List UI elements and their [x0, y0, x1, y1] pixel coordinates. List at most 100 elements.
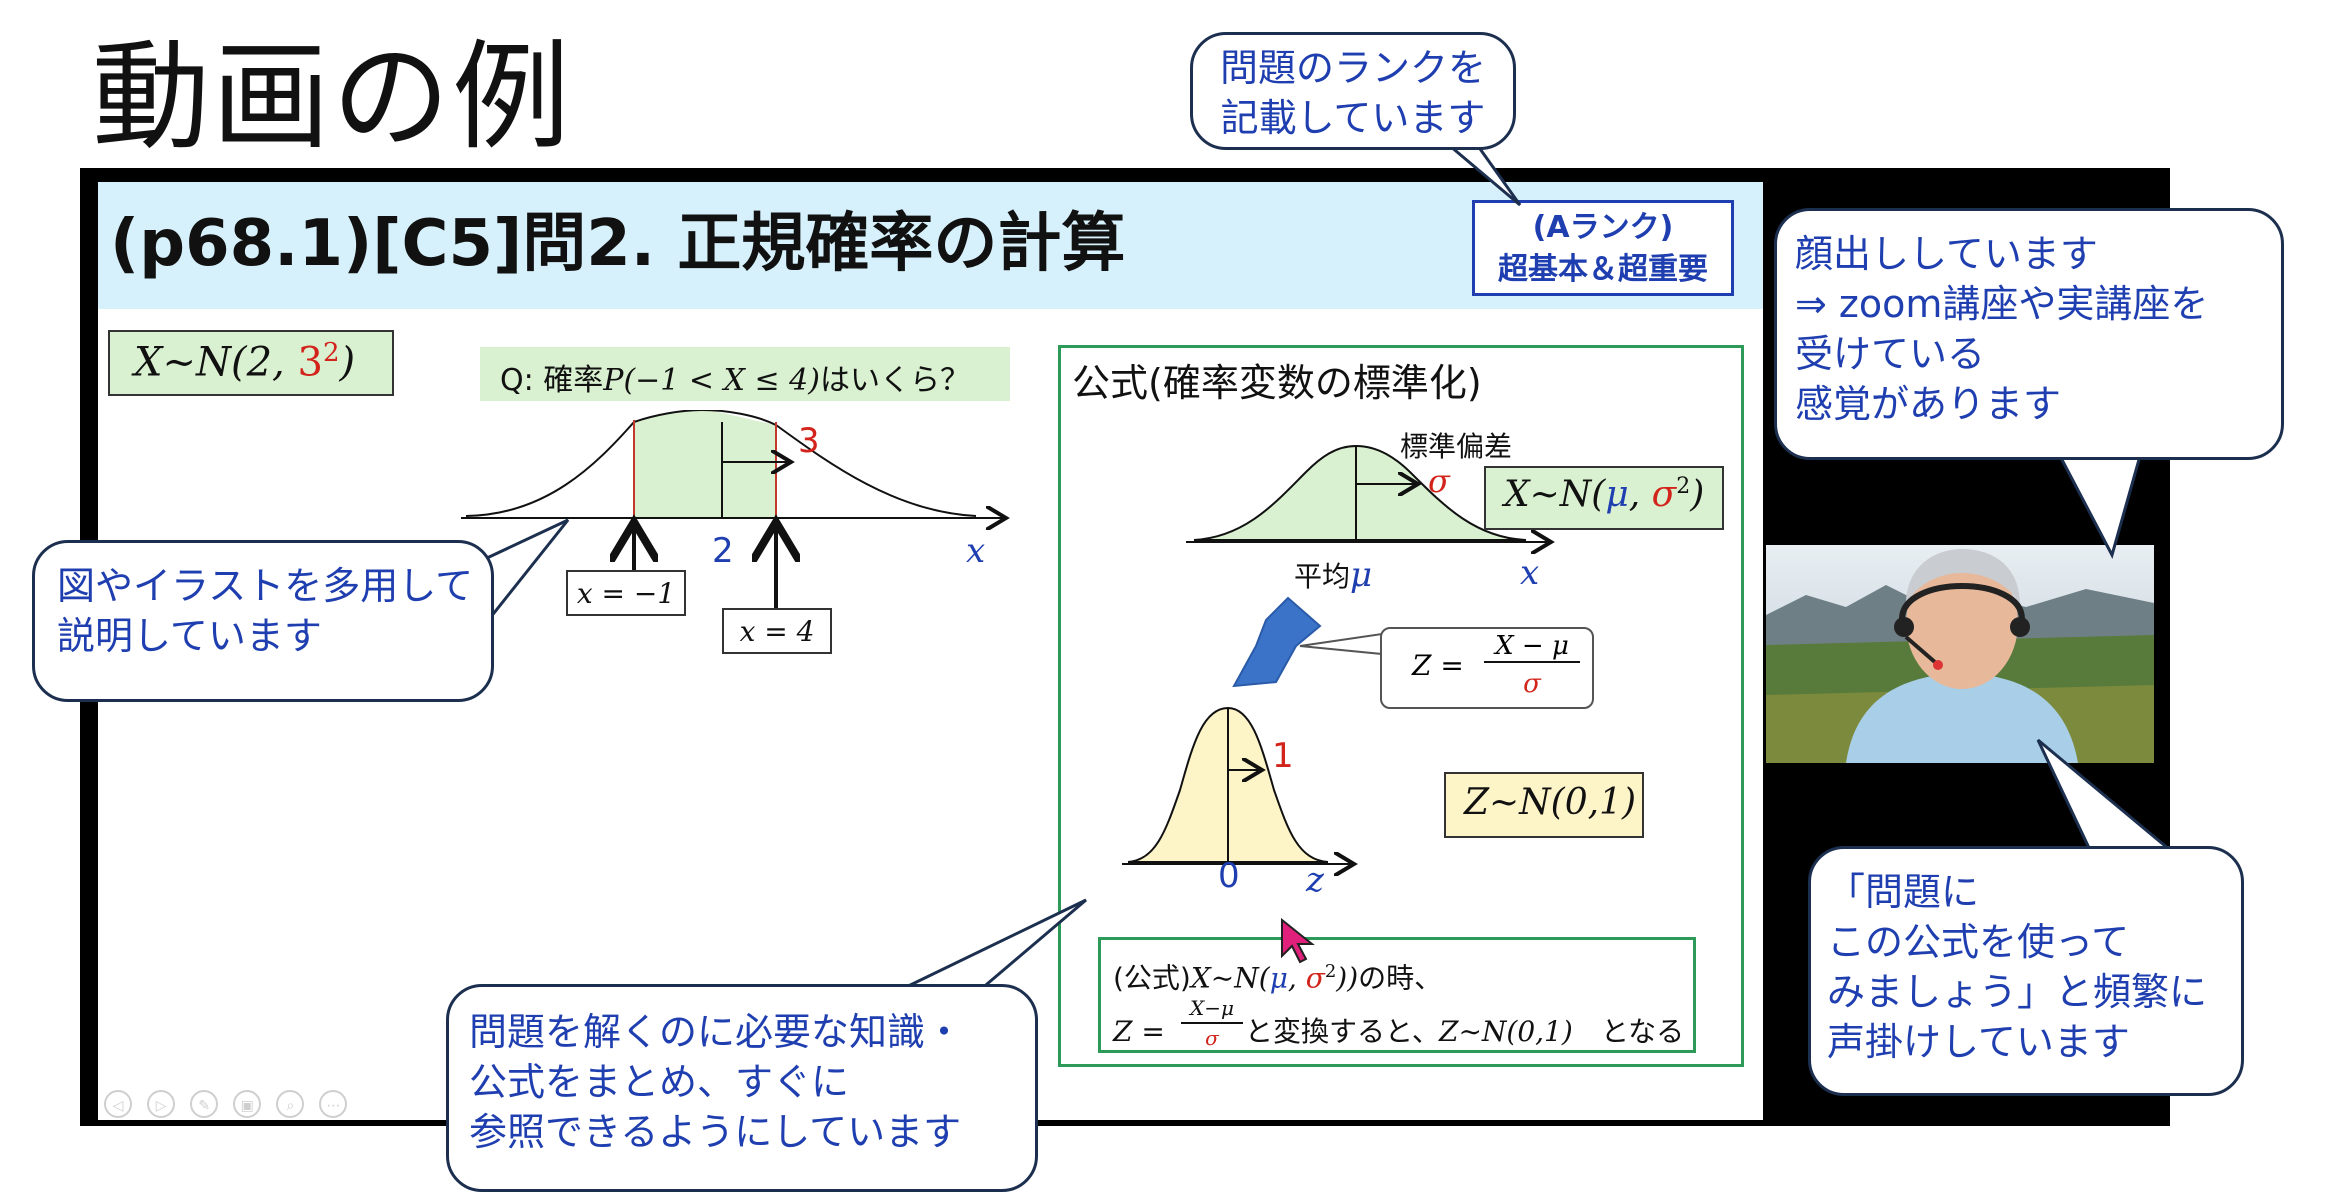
gd-sigma: σ: [1651, 474, 1677, 515]
gd-prefix: X∼N(: [1504, 474, 1606, 515]
z-formula-denominator: σ: [1523, 669, 1541, 699]
gd-exponent: 2: [1676, 474, 1691, 499]
slide-navigation[interactable]: ◁ ▷ ✎ ▣ ⌕ ⋯: [104, 1090, 357, 1120]
headset-icon: [1899, 583, 2025, 620]
normal-curve: [465, 410, 977, 517]
summary-exponent: 2: [1324, 961, 1337, 982]
z-formula-lhs: Z =: [1412, 649, 1464, 682]
rank-label: (Aランク): [1532, 210, 1674, 245]
standard-distribution-box: Z∼N(0,1): [1444, 772, 1644, 838]
axis-label-z: z: [1306, 860, 1324, 900]
dist-suffix: ): [339, 339, 356, 386]
formula-title: 公式(確率変数の標準化): [1072, 361, 1482, 405]
standard-mean-label: 0: [1218, 856, 1240, 896]
callout-rank: 問題のランクを 記載しています: [1190, 32, 1516, 150]
callout-rank-line: 記載しています: [1220, 96, 1486, 140]
question-prefix: Q: 確率: [500, 363, 604, 398]
dist-prefix: X∼N(2,: [134, 339, 298, 386]
summary-suffix: の時、: [1358, 961, 1443, 995]
callout-ask: 「問題に この公式を使って みましょう」と頻繁に 声掛けしています: [1808, 846, 2244, 1096]
tail-face: [2057, 454, 2142, 560]
dist-variance: 3: [297, 339, 323, 386]
summary-line-2: Z = X−μ σ と変換すると、 Z∼N(0,1) となる: [1113, 996, 1693, 1058]
next-icon[interactable]: ▷: [147, 1090, 176, 1118]
callout-formula-line: 参照できるようにしています: [469, 1110, 962, 1154]
callout-formula: 問題を解くのに必要な知識・ 公式をまとめ、すぐに 参照できるようにしています: [446, 984, 1038, 1192]
sigma-label: σ: [1428, 462, 1451, 500]
rank-description: 超基本＆超重要: [1498, 252, 1708, 287]
z-formula-numerator: X − μ: [1484, 631, 1580, 663]
general-normal-graph: σ x: [1186, 444, 1556, 592]
formula-summary-box: (公式)X∼N(μ, σ2))の時、 Z = X−μ σ と変換すると、 Z∼N…: [1098, 937, 1696, 1053]
dist-exponent: 2: [322, 338, 340, 368]
summary-end: となる: [1601, 1015, 1685, 1049]
callout-face: 顔出ししています ⇒ zoom講座や実講座を 受けている 感覚があります: [1774, 208, 2284, 460]
tail-rank: [1445, 144, 1522, 207]
summary-sigma: σ: [1305, 961, 1325, 995]
mean-label: 2: [712, 531, 734, 571]
summary-expr-start: X∼N(: [1190, 961, 1270, 995]
summary-z-numerator: X−μ: [1181, 994, 1243, 1025]
mu-symbol: μ: [1350, 555, 1373, 595]
webcam-feed: [1766, 545, 2154, 763]
axis-label-x: x: [966, 531, 985, 571]
callout-rank-line: 問題のランクを: [1219, 46, 1486, 90]
standardize-arrow-shape: [1232, 596, 1322, 688]
standardize-arrow: [1232, 596, 1322, 688]
callout-face-line: 顔出ししています: [1795, 232, 2098, 276]
gd-comma: ,: [1628, 474, 1652, 515]
summary-z-denominator: σ: [1205, 1026, 1219, 1051]
callout-face-line: 受けている: [1795, 332, 1986, 376]
standard-normal-graph: [1122, 706, 1362, 900]
callout-formula-line: 問題を解くのに必要な知識・: [469, 1010, 964, 1054]
question-box: Q: 確率P(−1 < X ≤ 4)はいくら？: [480, 347, 1010, 401]
rank-badge: (Aランク) 超基本＆超重要: [1472, 200, 1734, 296]
cursor-icon: [1281, 918, 1315, 964]
callout-face-line: ⇒ zoom講座や実講座を: [1795, 282, 2209, 326]
summary-z-lhs: Z =: [1113, 1015, 1165, 1049]
summary-result: Z∼N(0,1): [1439, 1015, 1573, 1049]
axis-label-general-x: x: [1520, 553, 1539, 592]
callout-formula-line: 公式をまとめ、すぐに: [469, 1060, 850, 1104]
callout-illustration-line: 図やイラストを多用して: [57, 564, 474, 608]
summary-mu: μ: [1269, 961, 1288, 995]
slide-title: (p68.1)[C5]問2. 正規確率の計算: [110, 207, 1126, 281]
distribution-box: X∼N(2, 32): [108, 330, 394, 396]
callout-ask-line: この公式を使って: [1827, 920, 2130, 964]
gd-suffix: ): [1690, 474, 1705, 515]
general-distribution-box: X∼N(μ, σ2): [1484, 466, 1724, 530]
summary-line-1: (公式)X∼N(μ, σ2))の時、: [1113, 948, 1693, 1002]
gd-mu: μ: [1605, 474, 1629, 515]
std-dev-label: 標準偏差: [1400, 430, 1513, 463]
callout-face-line: 感覚があります: [1795, 382, 2062, 426]
callout-illustration-line: 説明しています: [57, 614, 322, 658]
summary-expr-end: )): [1336, 961, 1359, 995]
summary-prefix: (公式): [1113, 961, 1191, 995]
more-icon[interactable]: ⋯: [319, 1090, 348, 1118]
summary-comma: ,: [1287, 961, 1306, 995]
presenter-body: [1846, 673, 2078, 763]
tail-formula: [899, 898, 1087, 992]
prev-icon[interactable]: ◁: [104, 1090, 132, 1118]
shaded-area: [634, 410, 776, 518]
question-expression: P(−1 < X ≤ 4): [603, 363, 820, 398]
z-formula-box: Z = X − μ σ: [1380, 627, 1594, 709]
normal-curve-graph: 3 2 x: [461, 410, 1016, 610]
presenter-hair: [1906, 549, 2020, 605]
callout-illustration: 図やイラストを多用して 説明しています: [32, 540, 494, 702]
pen-icon[interactable]: ✎: [190, 1090, 219, 1118]
callout-ask-line: みましょう」と頻繁に: [1827, 970, 2208, 1014]
sd-label: 3: [798, 421, 820, 461]
page-title: 動画の例: [92, 28, 573, 166]
callout-ask-line: 「問題に: [1827, 870, 1980, 914]
standard-sd-label: 1: [1272, 736, 1294, 776]
question-suffix: はいくら？: [819, 363, 970, 398]
zoom-icon[interactable]: ⌕: [276, 1090, 305, 1118]
label-lower-bound: x = −1: [566, 570, 686, 616]
copy-icon[interactable]: ▣: [233, 1090, 262, 1118]
callout-ask-line: 声掛けしています: [1827, 1020, 2130, 1064]
summary-middle: と変換すると、: [1245, 1015, 1440, 1049]
mean-text: 平均: [1294, 560, 1351, 593]
mean-label: 平均μ: [1294, 555, 1372, 595]
label-upper-bound: x = 4: [722, 608, 832, 654]
